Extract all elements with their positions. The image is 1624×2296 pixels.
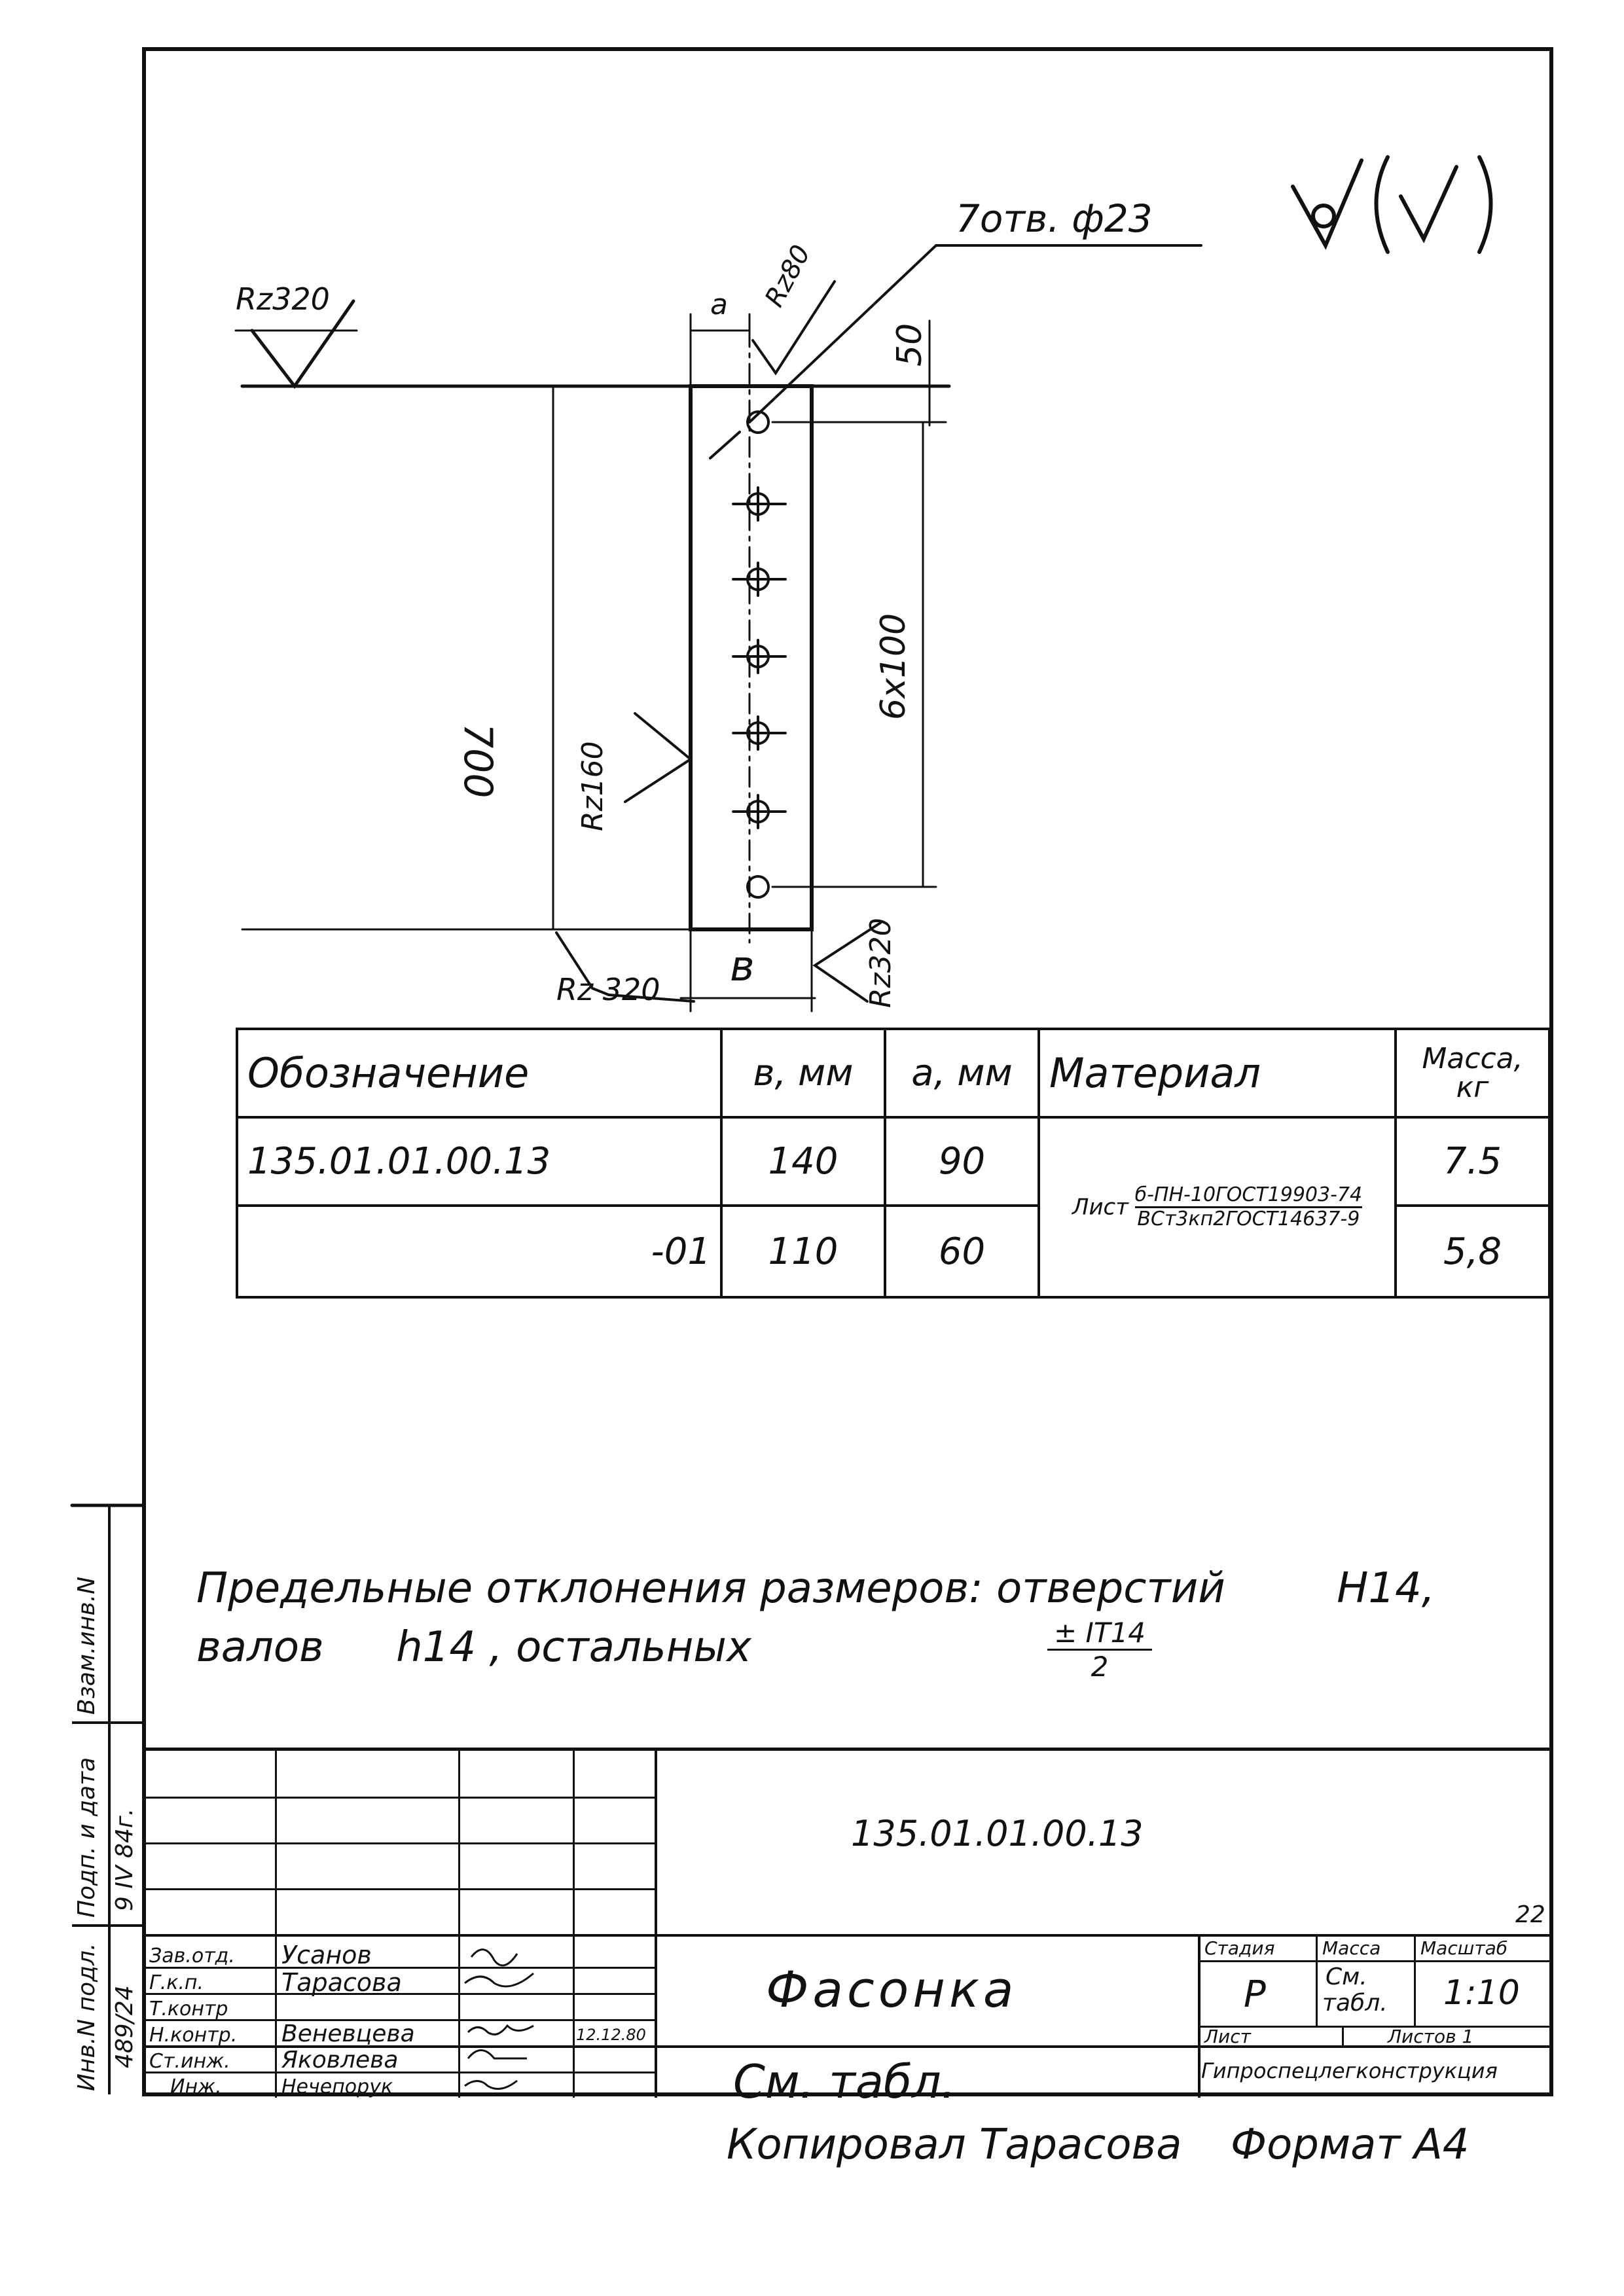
staff-name: Веневцева [281, 2020, 415, 2047]
roughness-mark-rz160 [624, 712, 693, 803]
roughness-mark-rz80 [751, 280, 836, 376]
staff-name: Тарасова [281, 1968, 402, 1997]
header-b: в, мм [720, 1028, 886, 1119]
plate-outline [689, 384, 814, 931]
fraction-top: ± IT14 [1047, 1617, 1153, 1651]
label-b: в [730, 942, 755, 991]
note-text-2: валов [196, 1623, 324, 1672]
cell-designation: -01 [236, 1204, 723, 1299]
staff-role: Н.контр. [149, 2024, 238, 2047]
note-fraction: ± IT14 2 [1047, 1617, 1153, 1683]
material-bottom: ВСт3кп2ГОСТ14637-9 [1137, 1208, 1360, 1230]
note-text-1: Предельные отклонения размеров: отверсти… [196, 1564, 1225, 1613]
hole [746, 875, 770, 899]
organization: Гипроспецлегконструкция [1201, 2058, 1498, 2083]
header-material: Материал [1038, 1028, 1397, 1119]
cell-b: 110 [720, 1204, 886, 1299]
label-a: a [710, 288, 728, 321]
side-stamp: Взам.инв.N Подп. и дата 9 IV 84г. Инв.N … [72, 1505, 144, 2094]
staff-role: Зав.отд. [149, 1945, 235, 1967]
material-reference: См. табл. [733, 2055, 956, 2109]
signatures [464, 1948, 534, 2090]
sheet-label: Лист [1204, 2026, 1251, 2047]
document-number: 135.01.01.00.13 [851, 1813, 1144, 1854]
sheets-label: Листов 1 [1388, 2026, 1474, 2047]
note-text-3: , остальных [489, 1623, 751, 1672]
side-inv-label: Инв.N подл. [73, 1943, 100, 2091]
roughness-mark-top [250, 299, 355, 389]
holes-leader [748, 244, 1202, 423]
cell-material: Лист б-ПН-10ГОСТ19903-74 ВСт3кп2ГОСТ1463… [1038, 1116, 1397, 1299]
staff-date: 12.12.80 [576, 2026, 646, 2044]
stage-value: Р [1244, 1973, 1266, 2016]
label-rz160: Rz160 [576, 741, 609, 831]
cell-mass: 7.5 [1394, 1116, 1551, 1207]
staff-role: Инж. [170, 2075, 222, 2098]
holes [732, 410, 787, 899]
label-dim-6x100: 6x100 [874, 613, 913, 720]
header-designation: Обозначение [236, 1028, 723, 1119]
side-swap-label: Взам.инв.N [73, 1576, 100, 1715]
staff-role: Г.к.п. [149, 1971, 204, 1994]
staff-name: Яковлева [281, 2047, 399, 2073]
staff-role: Ст.инж. [149, 2050, 230, 2073]
staff-role: Т.контр [149, 1998, 228, 2020]
note-h14: H14, [1337, 1564, 1435, 1613]
label-rz320-top: Rz320 [236, 281, 330, 317]
side-sign-label: Подп. и дата [73, 1757, 100, 1918]
cell-designation: 135.01.01.00.13 [236, 1116, 723, 1207]
drawing-frame [142, 47, 1553, 2096]
part-name: Фасонка [766, 1960, 1018, 2018]
cell-a: 90 [884, 1116, 1040, 1207]
scale-label: Масштаб [1420, 1937, 1508, 1959]
header-mass: Масса, кг [1394, 1028, 1551, 1119]
note-line-2: валов h14 , остальных [196, 1623, 751, 1672]
table-row: 135.01.01.00.13 140 90 Лист б-ПН-10ГОСТ1… [236, 1116, 1551, 1299]
staff-name: Нечепорук [281, 2075, 393, 2098]
mass-value-2: табл. [1322, 1990, 1388, 2017]
sheet-number: 22 [1515, 1901, 1545, 1928]
fraction-bottom: 2 [1091, 1651, 1109, 1683]
mass-value-1: См. [1326, 1964, 1367, 1990]
note-shaft-h14: h14 [396, 1623, 477, 1672]
copied-by: Копировал Тарасова [727, 2121, 1182, 2169]
label-rz320-bottom: Rz 320 [556, 972, 660, 1007]
note-line-1: Предельные отклонения размеров: отверсти… [196, 1564, 1435, 1613]
paper-format: Формат А4 [1231, 2121, 1470, 2169]
roughness-mark-right [812, 922, 882, 1003]
side-sign-value: 9 IV 84г. [111, 1808, 138, 1911]
specification-table: Обозначение в, мм а, мм Материал Масса, … [236, 1028, 1551, 1299]
label-dim-700: 700 [455, 723, 501, 798]
stage-label: Стадия [1204, 1937, 1275, 1959]
cell-a: 60 [884, 1204, 1040, 1299]
holes-callout: 7отв. ф23 [956, 196, 1153, 241]
scale-value: 1:10 [1443, 1973, 1520, 2013]
roughness-mark-bottom [555, 931, 695, 1003]
staff-name: Усанов [281, 1941, 372, 1969]
header-a: а, мм [884, 1028, 1040, 1119]
mass-label: Масса [1322, 1937, 1381, 1959]
side-inv-value: 489/24 [111, 1985, 138, 2068]
general-roughness-symbol [1291, 155, 1493, 254]
title-block: 135.01.01.00.13 22 Фасонка См. табл. Ста… [144, 1748, 1551, 2109]
label-rz320-right: Rz320 [864, 918, 897, 1008]
label-dim-50: 50 [890, 323, 929, 367]
material-prefix: Лист [1072, 1194, 1129, 1221]
cell-b: 140 [720, 1116, 886, 1207]
hole [746, 410, 770, 434]
material-top: б-ПН-10ГОСТ19903-74 [1134, 1184, 1363, 1208]
cell-mass: 5,8 [1394, 1204, 1551, 1299]
table-row: -01 110 60 5,8 [236, 1204, 1551, 1299]
table-header-row: Обозначение в, мм а, мм Материал Масса, … [236, 1028, 1551, 1119]
